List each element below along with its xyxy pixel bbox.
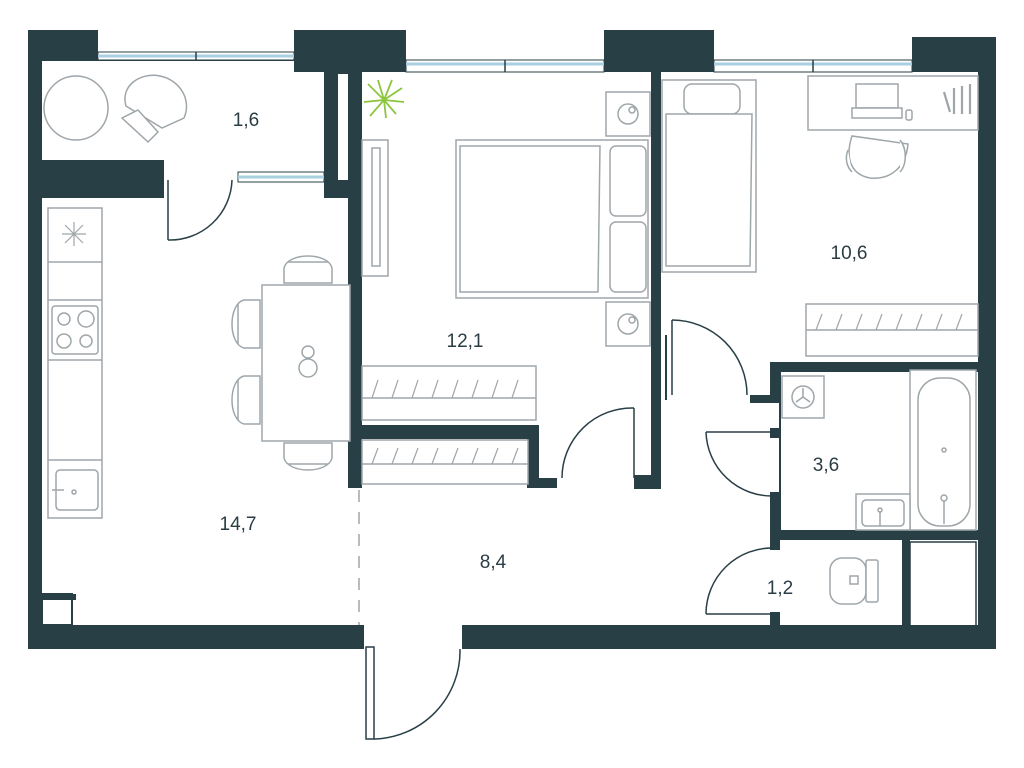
chair-icon [231, 375, 261, 425]
room-area-toilet: 1,2 [767, 578, 793, 599]
cup-icon [905, 109, 913, 121]
room-labels: 1,6 14,7 12,1 10,6 3,6 8,4 1,2 [220, 110, 868, 599]
window-bedroom [405, 59, 605, 73]
toilet-icon [829, 557, 879, 605]
bed-icon [661, 79, 757, 273]
bed-icon [455, 139, 649, 299]
door-swing-icon [705, 547, 775, 615]
chair-icon [283, 442, 333, 471]
room-area-second-bedroom: 10,6 [831, 243, 868, 264]
stove-icon [51, 305, 99, 355]
plant-icon [363, 79, 405, 119]
fridge-icon [62, 222, 86, 246]
chair-icon [283, 255, 333, 284]
counter [47, 207, 103, 519]
room-area-balcony: 1,6 [233, 110, 259, 131]
door-swing-icon [167, 179, 233, 241]
tv-stand [361, 139, 389, 277]
window-second-bedroom [713, 59, 913, 73]
room-area-hallway: 8,4 [480, 552, 507, 573]
sink-icon [52, 469, 99, 511]
room-area-kitchen-living: 14,7 [220, 514, 257, 535]
windows [97, 51, 913, 183]
room-area-bedroom: 12,1 [447, 331, 484, 352]
wardrobe-icon [805, 303, 979, 357]
window-balcony [97, 51, 295, 61]
books-icon [942, 84, 972, 114]
round-table-icon [43, 75, 109, 141]
door-swing-icon [561, 407, 635, 479]
furniture [43, 74, 979, 627]
door-swing-icon [671, 319, 748, 396]
wardrobe-icon [361, 439, 529, 485]
chair-icon [231, 299, 261, 349]
washing-machine-icon [781, 375, 825, 419]
window-balcony-door [237, 171, 325, 183]
chair-icon [120, 74, 188, 144]
door-swing-icon [365, 646, 461, 740]
laptop-icon [851, 83, 903, 119]
wardrobe-icon [361, 365, 537, 421]
nightstand-icon [605, 91, 651, 137]
bathtub-icon [909, 369, 977, 531]
doors [167, 179, 775, 740]
room-area-bathroom: 3,6 [813, 455, 839, 476]
nightstand-icon [605, 301, 651, 347]
vase-icon [298, 345, 318, 378]
sink-icon [855, 493, 911, 531]
storage-closet [909, 541, 977, 627]
exterior-walls [28, 30, 996, 649]
door-swing-icon [705, 431, 775, 497]
chair-icon [845, 135, 909, 179]
